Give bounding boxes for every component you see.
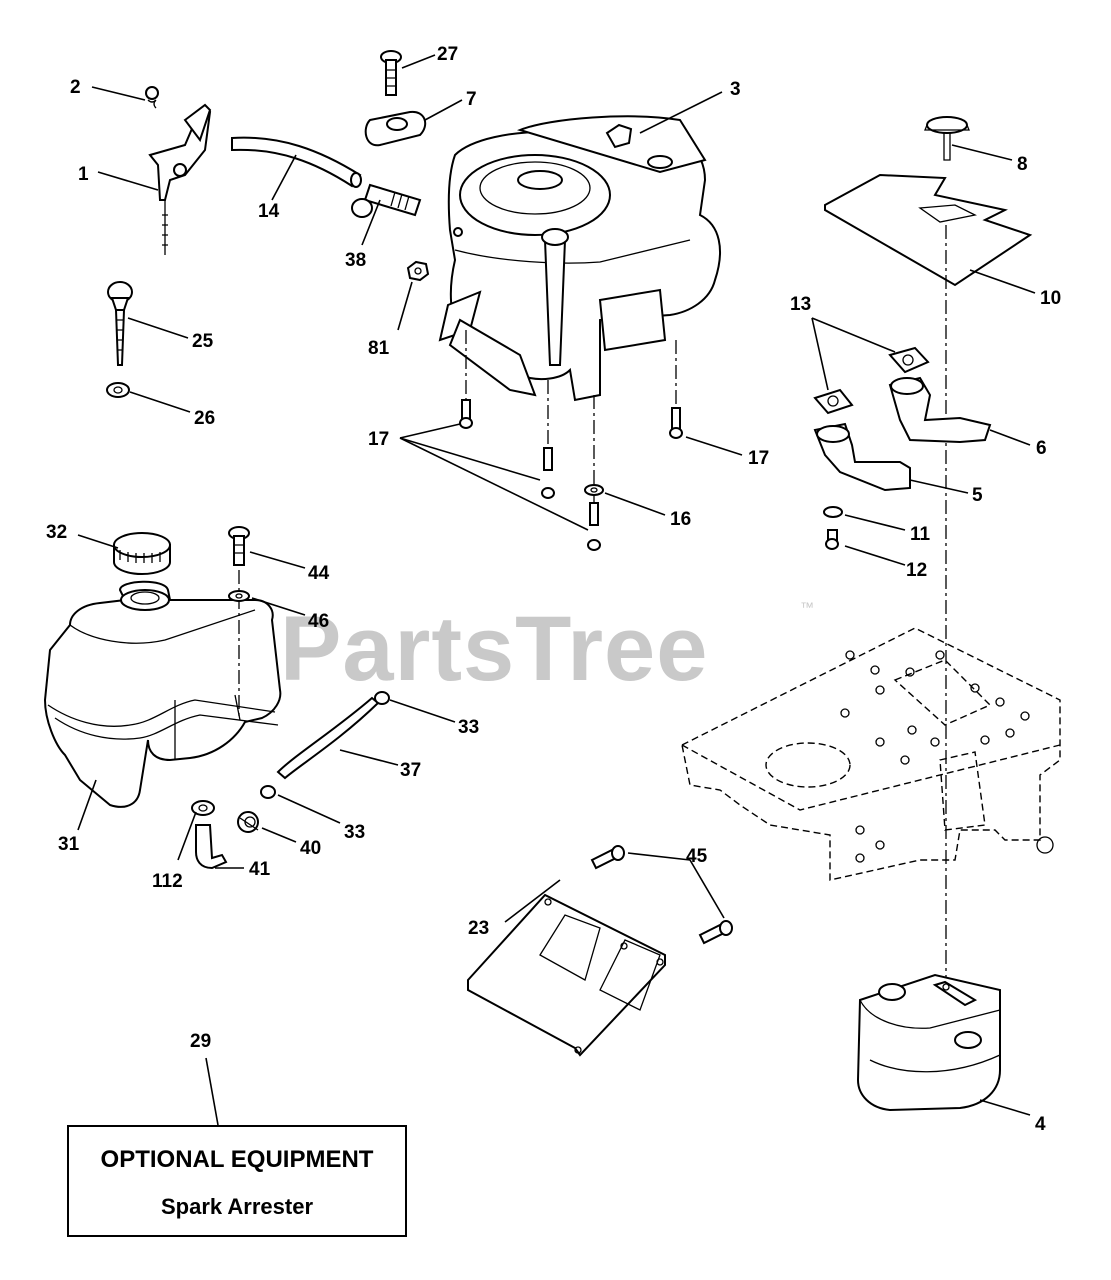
callout-26: 26 xyxy=(194,408,215,429)
callout-3: 3 xyxy=(730,79,741,100)
washer-part[interactable] xyxy=(584,484,604,496)
callout-37: 37 xyxy=(400,760,421,781)
fuel-tank-part[interactable] xyxy=(43,580,282,808)
engine-part[interactable] xyxy=(438,115,721,402)
watermark-trademark: ™ xyxy=(800,599,814,615)
tank-screw-part[interactable] xyxy=(228,526,250,566)
callout-32: 32 xyxy=(46,522,67,543)
callout-33a: 33 xyxy=(458,717,479,738)
callout-14: 14 xyxy=(258,201,280,222)
nut-part[interactable] xyxy=(406,227,463,282)
callout-46: 46 xyxy=(308,611,329,632)
fuel-elbow-part[interactable] xyxy=(195,824,228,870)
callout-12: 12 xyxy=(906,560,927,581)
fuel-cap-part[interactable] xyxy=(113,532,171,575)
callout-4: 4 xyxy=(1035,1114,1046,1135)
watermark-brand: PartsTree xyxy=(280,598,708,700)
optional-equipment-title: OPTIONAL EQUIPMENT xyxy=(101,1146,374,1173)
dipstick-part[interactable] xyxy=(107,281,133,366)
callout-1: 1 xyxy=(78,164,89,185)
callout-16: 16 xyxy=(670,509,691,530)
callout-11: 11 xyxy=(910,524,931,545)
callout-2: 2 xyxy=(70,77,81,98)
clamp-part[interactable] xyxy=(364,110,427,147)
shield-screw-part[interactable] xyxy=(590,845,733,945)
callout-41: 41 xyxy=(249,859,271,880)
exhaust-gasket-part[interactable] xyxy=(813,346,930,415)
grommet-part[interactable] xyxy=(237,811,259,833)
callout-38: 38 xyxy=(345,250,366,271)
callout-17b: 17 xyxy=(748,448,769,469)
exhaust-bolt-part[interactable] xyxy=(825,529,839,550)
callout-6: 6 xyxy=(1036,438,1047,459)
muffler-part[interactable] xyxy=(856,973,1001,1112)
callout-23: 23 xyxy=(468,918,489,939)
callout-8: 8 xyxy=(1017,154,1028,175)
spring-part[interactable] xyxy=(145,86,159,109)
breather-tube-part[interactable] xyxy=(231,136,362,188)
hose-clamp-part[interactable] xyxy=(260,691,390,799)
exhaust-pipe-left-part[interactable] xyxy=(813,422,911,492)
optional-equipment-subtitle: Spark Arrester xyxy=(161,1194,313,1219)
callout-112: 112 xyxy=(152,871,183,892)
tractor-frame-outline xyxy=(681,627,1061,881)
callout-45: 45 xyxy=(686,846,708,867)
callout-10: 10 xyxy=(1040,288,1061,309)
callout-27: 27 xyxy=(437,44,458,65)
callout-13: 13 xyxy=(790,294,811,315)
tank-washer-part[interactable] xyxy=(228,590,250,602)
callout-31: 31 xyxy=(58,834,80,855)
optional-equipment-box xyxy=(67,1125,407,1237)
fitting-part[interactable] xyxy=(351,183,422,218)
throttle-control-part[interactable] xyxy=(148,103,212,255)
exhaust-pipe-right-part[interactable] xyxy=(888,376,992,444)
shield-plate-part[interactable] xyxy=(467,893,666,1057)
callout-29: 29 xyxy=(190,1031,211,1052)
callout-44: 44 xyxy=(308,563,330,584)
callout-81: 81 xyxy=(368,338,390,359)
engine-bolt-part[interactable] xyxy=(459,399,683,551)
callout-33b: 33 xyxy=(344,822,365,843)
callout-17a: 17 xyxy=(368,429,389,450)
screw-part[interactable] xyxy=(380,50,402,96)
shield-knob-part[interactable] xyxy=(924,116,970,161)
heat-shield-part[interactable] xyxy=(824,173,1033,287)
fuel-line-part[interactable] xyxy=(276,696,380,780)
callout-25: 25 xyxy=(192,331,214,352)
bushing-part[interactable] xyxy=(191,800,215,816)
lock-washer-part[interactable] xyxy=(823,506,843,518)
callout-40: 40 xyxy=(300,838,321,859)
callout-7: 7 xyxy=(466,89,477,110)
dipstick-washer-part[interactable] xyxy=(106,382,130,398)
callout-5: 5 xyxy=(972,485,983,506)
